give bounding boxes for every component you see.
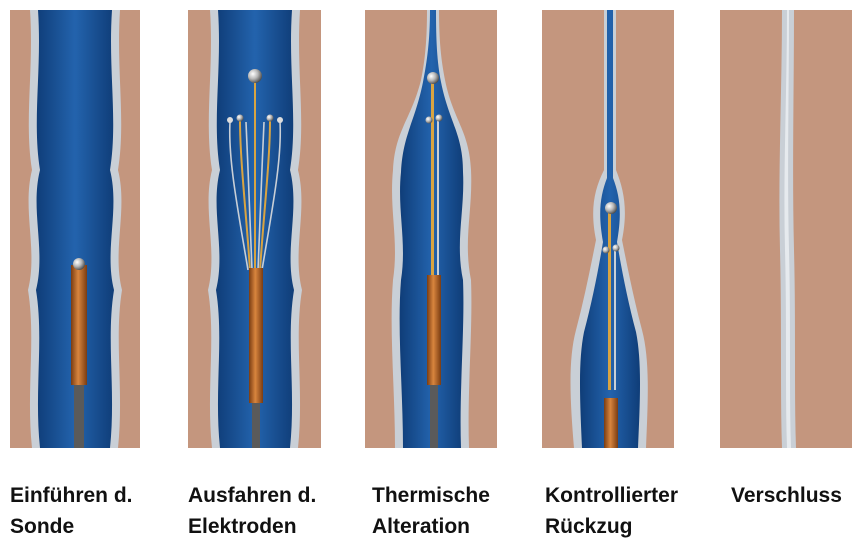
- vein-illustration-4: [542, 10, 674, 448]
- caption-line1: Ausfahren d.: [188, 480, 316, 511]
- vein-illustration-2: [188, 10, 321, 448]
- caption-line2: Alteration: [372, 511, 490, 542]
- caption-rueckzug: Kontrollierter Rückzug: [545, 480, 678, 542]
- caption-line1: Verschluss: [731, 480, 842, 511]
- caption-line2: Sonde: [10, 511, 133, 542]
- caption-line2: Elektroden: [188, 511, 316, 542]
- caption-einfuehren: Einführen d. Sonde: [10, 480, 133, 542]
- panel-ausfahren: [188, 10, 321, 448]
- vein-illustration-3: [365, 10, 497, 448]
- caption-ausfahren: Ausfahren d. Elektroden: [188, 480, 316, 542]
- caption-line1: Kontrollierter: [545, 480, 678, 511]
- panel-thermische: [365, 10, 497, 448]
- vein-illustration-1: [10, 10, 140, 448]
- panel-rueckzug: [542, 10, 674, 448]
- panel-verschluss: [720, 10, 852, 448]
- caption-line2: Rückzug: [545, 511, 678, 542]
- caption-thermische: Thermische Alteration: [372, 480, 490, 542]
- vein-illustration-5: [720, 10, 852, 448]
- panel-einfuehren: [10, 10, 140, 448]
- caption-line1: Thermische: [372, 480, 490, 511]
- caption-verschluss: Verschluss: [731, 480, 842, 511]
- caption-line1: Einführen d.: [10, 480, 133, 511]
